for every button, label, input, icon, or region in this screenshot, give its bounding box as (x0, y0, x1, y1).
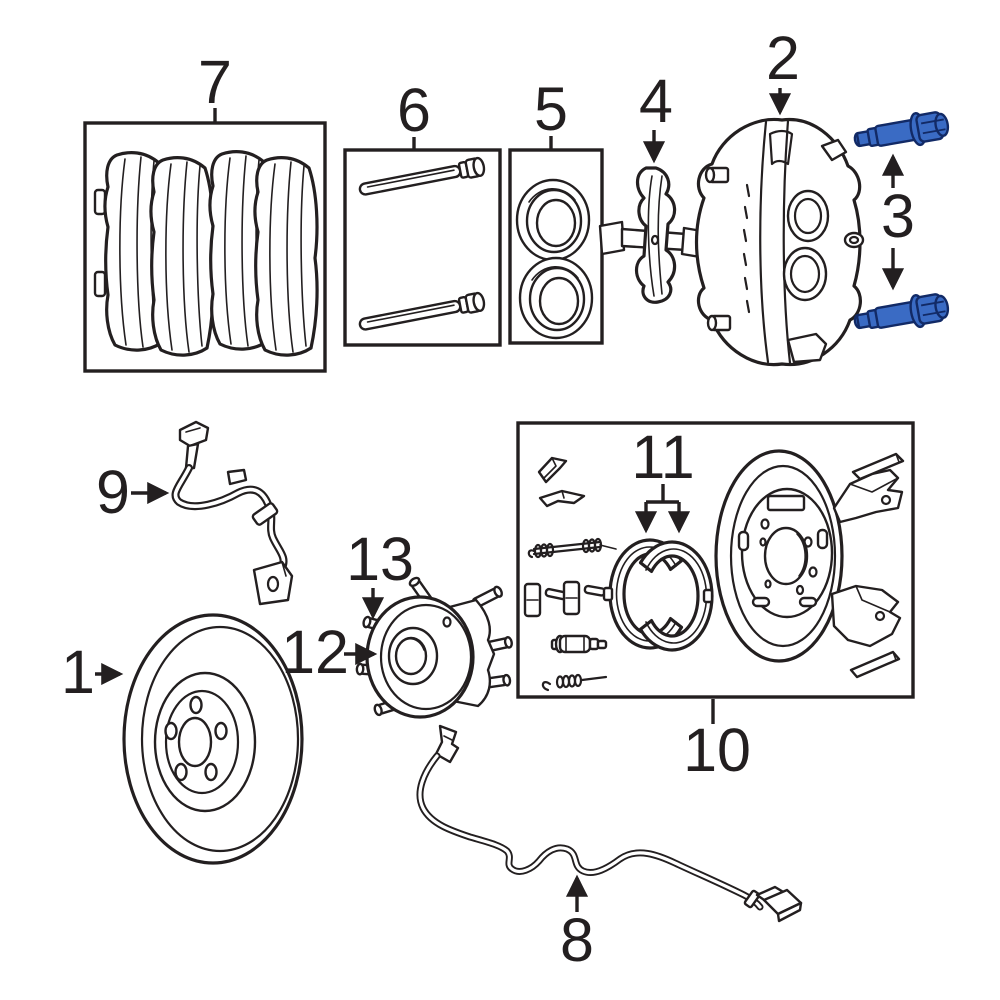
callout-6-number: 6 (397, 76, 431, 144)
callout-8-number: 8 (560, 906, 594, 974)
callout-9: 9 (96, 458, 170, 526)
callout-1-number: 1 (61, 638, 95, 706)
callout-10: 10 (683, 699, 751, 784)
callout-8: 8 (560, 874, 594, 974)
parking-brake-hardware-drawing (523, 456, 617, 692)
callout-12: 12 (281, 618, 378, 686)
callout-5-number: 5 (534, 75, 568, 143)
brake-caliper-drawing (694, 117, 865, 367)
callout-2-number: 2 (766, 24, 800, 92)
callout-7-number: 7 (198, 48, 232, 116)
backing-plate-drawing (714, 449, 905, 679)
abs-sensor-wire-drawing (416, 724, 803, 923)
wheel-hub-assembly-drawing (355, 575, 514, 719)
callout-6: 6 (397, 76, 431, 149)
callout-4-number: 4 (639, 67, 673, 135)
callout-2: 2 (766, 24, 800, 116)
brake-pad-set-drawing (93, 150, 319, 357)
callout-11: 11 (631, 423, 695, 534)
callout-4: 4 (639, 67, 673, 164)
parking-brake-shoes-drawing (602, 538, 714, 652)
callout-11-number: 11 (631, 423, 694, 491)
caliper-guide-bracket-drawing (598, 166, 710, 304)
callout-13: 13 (346, 525, 414, 620)
callout-7: 7 (198, 48, 232, 122)
callout-9-number: 9 (96, 458, 130, 526)
callout-3: 3 (881, 153, 915, 291)
callout-12-number: 12 (281, 618, 349, 686)
callout-5: 5 (534, 75, 568, 149)
callout-10-number: 10 (683, 716, 751, 784)
brake-rotor-drawing (122, 613, 304, 865)
callout-3-number: 3 (881, 182, 915, 250)
callout-1: 1 (61, 638, 124, 706)
brake-hose-drawing (171, 420, 294, 606)
callout-13-number: 13 (346, 525, 414, 593)
